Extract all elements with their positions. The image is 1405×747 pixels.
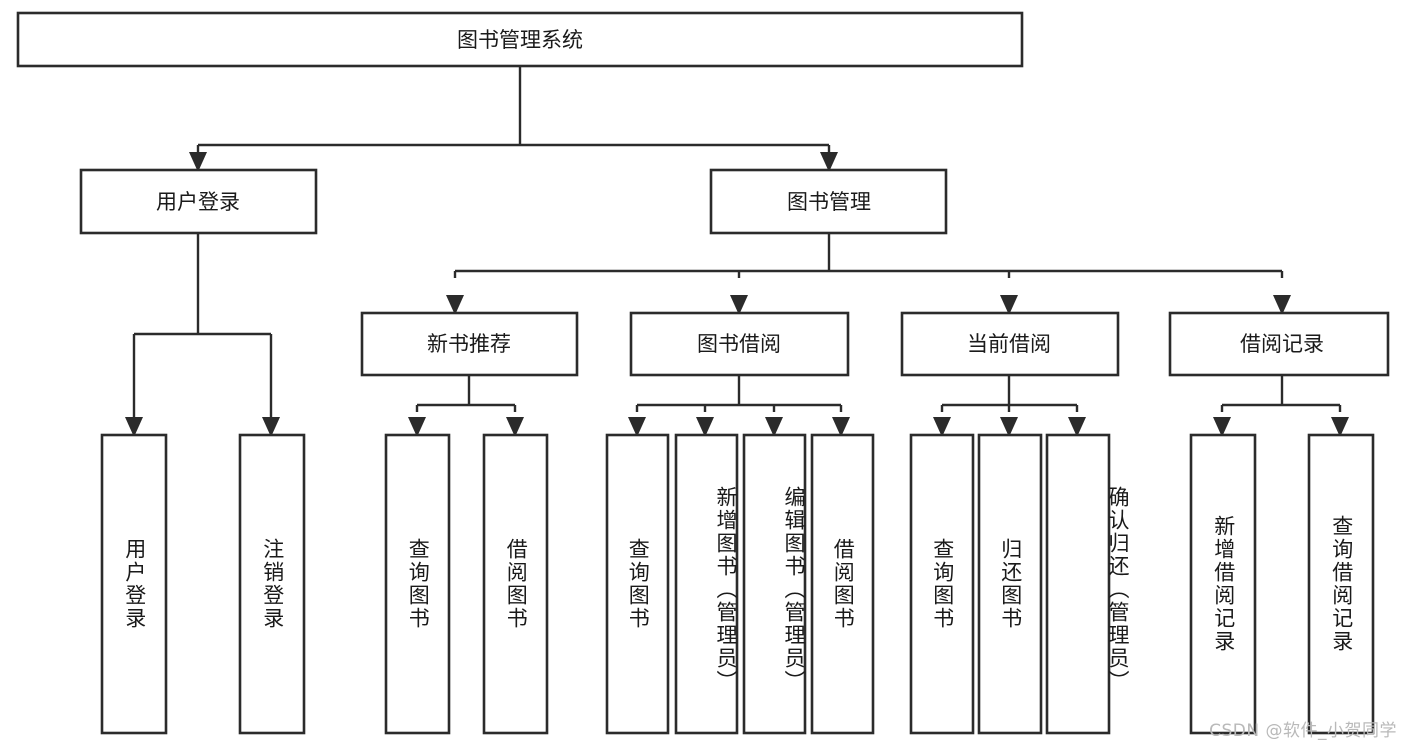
node-leaf-query-borrow-record[interactable] <box>1307 433 1375 735</box>
node-book-manage[interactable] <box>709 168 948 235</box>
connector-currentborrow-to-leaves <box>933 375 1086 437</box>
connector-newbook-to-leaves <box>408 375 524 437</box>
node-leaf-query-book-1[interactable] <box>384 433 451 735</box>
node-current-borrow-label: 当前借阅 <box>967 332 1051 356</box>
connector-borrowrecord-to-leaves <box>1213 375 1349 437</box>
node-user-login[interactable] <box>79 168 318 235</box>
node-leaf-edit-book-admin[interactable] <box>742 433 807 735</box>
connector-bookmanage-to-level3 <box>446 233 1291 315</box>
node-leaf-return-book[interactable] <box>977 433 1043 735</box>
node-new-book-recommend[interactable] <box>360 311 579 377</box>
connector-bookborrow-to-leaves <box>628 375 850 437</box>
node-book-borrow[interactable] <box>629 311 850 377</box>
node-leaf-query-book-3[interactable] <box>909 433 975 735</box>
csdn-watermark: CSDN @软件_小贺同学 <box>1209 721 1397 741</box>
node-leaf-borrow-book-1[interactable] <box>482 433 549 735</box>
connector-root-to-level2 <box>189 66 838 172</box>
node-leaf-add-book-admin[interactable] <box>674 433 739 735</box>
node-leaf-query-book-2[interactable] <box>605 433 670 735</box>
node-user-login-label: 用户登录 <box>156 190 240 214</box>
node-leaf-add-borrow-record[interactable] <box>1189 433 1257 735</box>
node-root-label: 图书管理系统 <box>457 28 583 52</box>
node-root[interactable] <box>16 11 1024 68</box>
node-borrow-record[interactable] <box>1168 311 1390 377</box>
node-new-book-recommend-label: 新书推荐 <box>427 332 511 356</box>
node-leaf-borrow-book-2[interactable] <box>810 433 875 735</box>
node-book-borrow-label: 图书借阅 <box>697 332 781 356</box>
connector-userlogin-to-leaves <box>125 233 280 437</box>
node-current-borrow[interactable] <box>900 311 1120 377</box>
node-borrow-record-label: 借阅记录 <box>1240 332 1324 356</box>
node-leaf-confirm-return-admin[interactable] <box>1045 433 1111 735</box>
node-leaf-logout-login[interactable] <box>238 433 306 735</box>
node-leaf-user-login[interactable] <box>100 433 168 735</box>
node-book-manage-label: 图书管理 <box>787 190 871 214</box>
